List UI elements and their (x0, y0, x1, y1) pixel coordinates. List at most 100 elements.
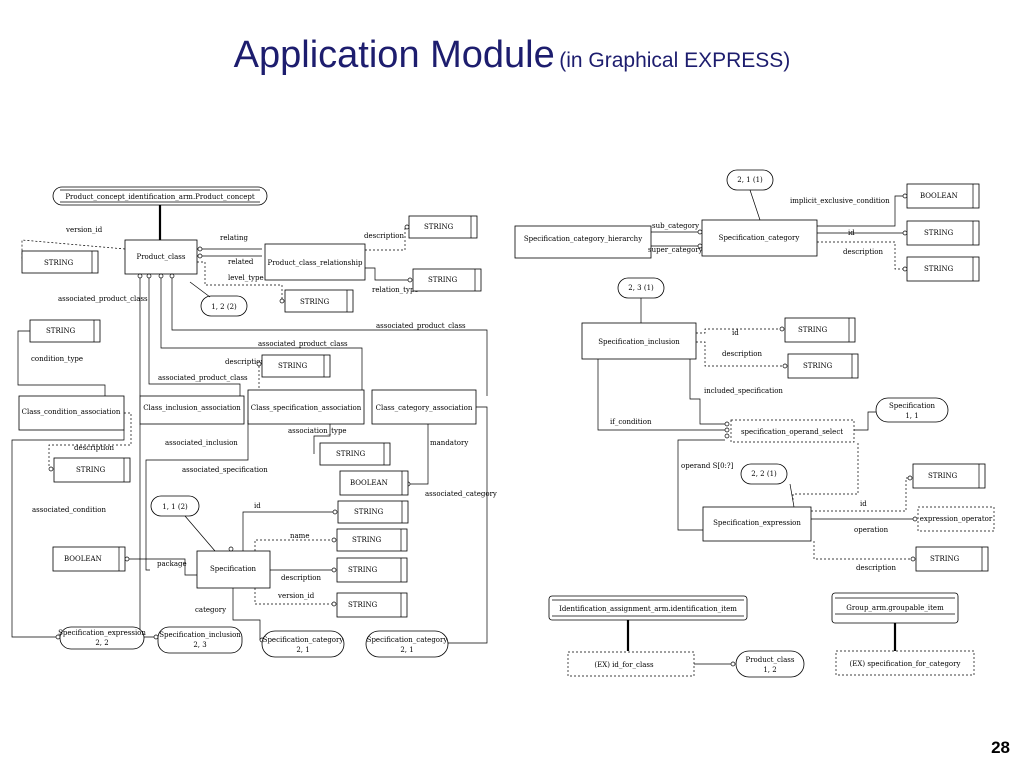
se-id-label: id (860, 500, 867, 508)
string-box-csa-desc: STRING (261, 354, 331, 378)
svg-text:1, 1 (2): 1, 1 (2) (162, 503, 188, 511)
svg-text:BOOLEAN: BOOLEAN (920, 192, 958, 200)
svg-text:expression_operator: expression_operator (920, 515, 993, 523)
se-description-label: description (856, 564, 896, 572)
condition-type-label: condition_type (31, 355, 83, 363)
csa-box (247, 389, 365, 425)
expression-operator-box: expression_operator (917, 506, 995, 532)
operand-label: operand S[0:?] (681, 462, 734, 470)
cia-box (139, 395, 245, 425)
ex-spec-box: (EX) specification_for_category (835, 650, 975, 676)
ref-specification: Specification 1, 1 (875, 397, 949, 423)
sch-box (514, 225, 652, 259)
svg-text:STRING: STRING (354, 508, 384, 516)
svg-text:Specification: Specification (889, 402, 936, 410)
svg-text:STRING: STRING (278, 362, 308, 370)
svg-text:STRING: STRING (798, 326, 828, 334)
sub-category-label: sub_category (652, 222, 699, 230)
si-id-label: id (732, 329, 739, 337)
related-label: related (228, 258, 254, 266)
product-class-label: Product_class (136, 253, 185, 261)
se-label: Specification_expression (713, 519, 801, 527)
svg-text:2, 1: 2, 1 (400, 646, 413, 654)
string-box-condition: STRING (29, 319, 101, 343)
string-box-si-desc: STRING (787, 353, 859, 379)
associated-category-label: associated_category (425, 490, 497, 498)
csa-label: Class_specification_association (251, 404, 362, 412)
svg-text:STRING: STRING (76, 466, 106, 474)
svg-text:2, 3 (1): 2, 3 (1) (628, 284, 654, 292)
assoc-pc-label-1: associated_product_class (58, 295, 148, 303)
associated-inclusion-label: associated_inclusion (165, 439, 238, 447)
string-box-pcr-desc: STRING (408, 215, 478, 239)
string-box-spec-version: STRING (336, 592, 408, 618)
string-box-level-type: STRING (284, 289, 354, 313)
super-category-label: super_category (648, 246, 703, 254)
pcr-description-label: description (364, 232, 404, 240)
ref-spec-expression: Specification_expression 2, 2 (58, 626, 146, 650)
spec-description-label: description (281, 574, 321, 582)
boolean-box-package: BOOLEAN (52, 546, 126, 572)
page-title: Application Module (in Graphical EXPRESS… (0, 34, 1024, 77)
svg-text:Specification_category: Specification_category (263, 636, 344, 644)
cca-box (18, 395, 125, 431)
svg-text:2, 1: 2, 1 (296, 646, 309, 654)
if-condition-label: if_condition (610, 418, 652, 426)
svg-text:STRING: STRING (803, 362, 833, 370)
spec-id-label: id (254, 502, 261, 510)
sc-description-label: description (843, 248, 883, 256)
specification-label: Specification (210, 565, 257, 573)
svg-text:STRING: STRING (44, 259, 74, 267)
specification-box (196, 550, 271, 589)
svg-text:STRING: STRING (924, 265, 954, 273)
svg-text:2, 3: 2, 3 (193, 641, 206, 649)
svg-text:Specification_category: Specification_category (367, 636, 448, 644)
relating-label: relating (220, 234, 248, 242)
svg-text:Specification_inclusion: Specification_inclusion (159, 631, 241, 639)
svg-text:STRING: STRING (348, 566, 378, 574)
ex-id-box: (EX) id_for_class (567, 651, 695, 677)
level-type-label: level_type (228, 274, 264, 282)
assoc-pc-label-3: associated_product_class (258, 340, 348, 348)
operation-label: operation (854, 526, 889, 534)
string-box-assoc-type: STRING (319, 442, 391, 466)
pcr-box (264, 243, 366, 281)
title-subtitle: (in Graphical EXPRESS) (559, 49, 791, 72)
ref-spec-category-2: Specification_category 2, 1 (365, 630, 449, 658)
ref-spec-inclusion: Specification_inclusion 2, 3 (157, 626, 243, 654)
svg-text:(EX) specification_for_categor: (EX) specification_for_category (850, 660, 961, 668)
boolean-box-mandatory: BOOLEAN (339, 470, 409, 496)
si-label: Specification_inclusion (598, 338, 680, 346)
title-main: Application Module (233, 34, 555, 76)
csa-description-label: description (225, 358, 265, 366)
pcr-label: Product_class_relationship (267, 259, 363, 267)
svg-text:Identification_assignment_arm.: Identification_assignment_arm.identifica… (559, 605, 737, 613)
assoc-pc-label-4: associated_product_class (158, 374, 248, 382)
se-box (702, 506, 812, 542)
string-box-spec-desc: STRING (336, 557, 408, 583)
spec-name-label: name (290, 532, 309, 540)
relation-type-label: relation_type (372, 286, 419, 294)
string-box-spec-id: STRING (337, 500, 409, 524)
svg-text:STRING: STRING (424, 223, 454, 231)
string-box-relation-type: STRING (412, 268, 482, 292)
ref-product-class: Product_class 1, 2 (735, 650, 805, 678)
spec-version-id-label: version_id (277, 592, 315, 600)
string-box-si-id: STRING (784, 317, 856, 343)
svg-text:STRING: STRING (336, 450, 366, 458)
count-bubble-22 (740, 463, 788, 485)
sos-box: specification_operand_select (730, 419, 855, 443)
svg-text:(EX) id_for_class: (EX) id_for_class (594, 661, 654, 669)
string-box-cca-desc: STRING (53, 457, 131, 483)
svg-text:BOOLEAN: BOOLEAN (64, 555, 102, 563)
svg-text:2, 2: 2, 2 (95, 639, 108, 647)
svg-text:STRING: STRING (924, 229, 954, 237)
sch-label: Specification_category_hierarchy (524, 235, 642, 243)
cca-label: Class_condition_association (22, 408, 121, 416)
string-box-sc-desc: STRING (906, 256, 980, 282)
included-specification-label: included_specification (704, 387, 783, 395)
si-description-label: description (722, 350, 762, 358)
svg-text:Specification_expression: Specification_expression (58, 629, 146, 637)
product-concept-box: Product_concept_identification_arm.Produ… (52, 186, 268, 206)
